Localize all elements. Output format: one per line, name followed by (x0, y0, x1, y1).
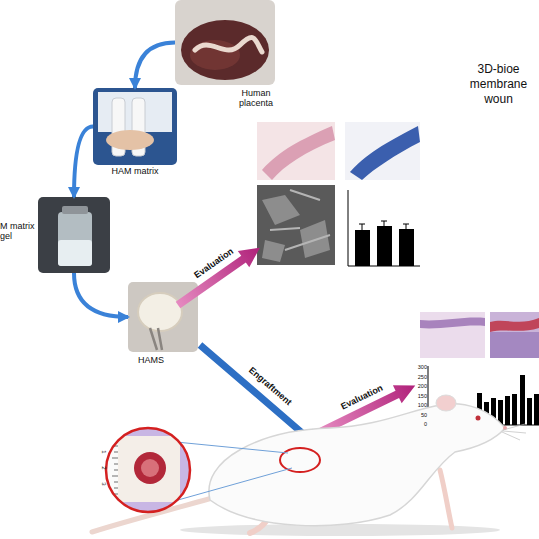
flow-arrow (135, 43, 175, 89)
bar-chart (348, 190, 420, 266)
rat-illustration (92, 395, 526, 536)
axis-tick: 150 (409, 394, 427, 400)
axis-tick: 100 (409, 403, 427, 409)
title-text: 3D-bioe membrane woun (458, 62, 539, 107)
photo-node: M matrix gel (38, 197, 110, 273)
flow-arrow (74, 273, 128, 317)
evaluation-arrow (172, 239, 265, 313)
tubes-photo (93, 88, 177, 165)
node-label: M matrix gel (0, 221, 37, 242)
axis-tick: 300 (409, 365, 427, 371)
gel-photo (38, 197, 110, 273)
ruler-number: 3 (101, 480, 107, 488)
scaffold-photo (128, 282, 198, 352)
node-label: Human placenta (232, 88, 280, 109)
histology-panels (257, 122, 420, 265)
node-label: HAM matrix (93, 166, 177, 176)
axis-tick: 0 (409, 422, 427, 428)
wound-inset (100, 425, 292, 518)
photo-node: HAM matrix (93, 88, 177, 165)
photo-node: Human placenta (175, 0, 275, 85)
ruler-number: 1 (101, 448, 107, 456)
flow-arrow (74, 127, 93, 198)
node-label: HAMS (128, 355, 174, 365)
placenta-photo (175, 0, 275, 85)
ruler-number: 2 (101, 464, 107, 472)
axis-tick: 200 (409, 384, 427, 390)
histology-panels (420, 312, 539, 358)
axis-tick: 250 (409, 375, 427, 381)
axis-tick: 50 (409, 413, 427, 419)
photo-node: HAMS (128, 282, 198, 352)
